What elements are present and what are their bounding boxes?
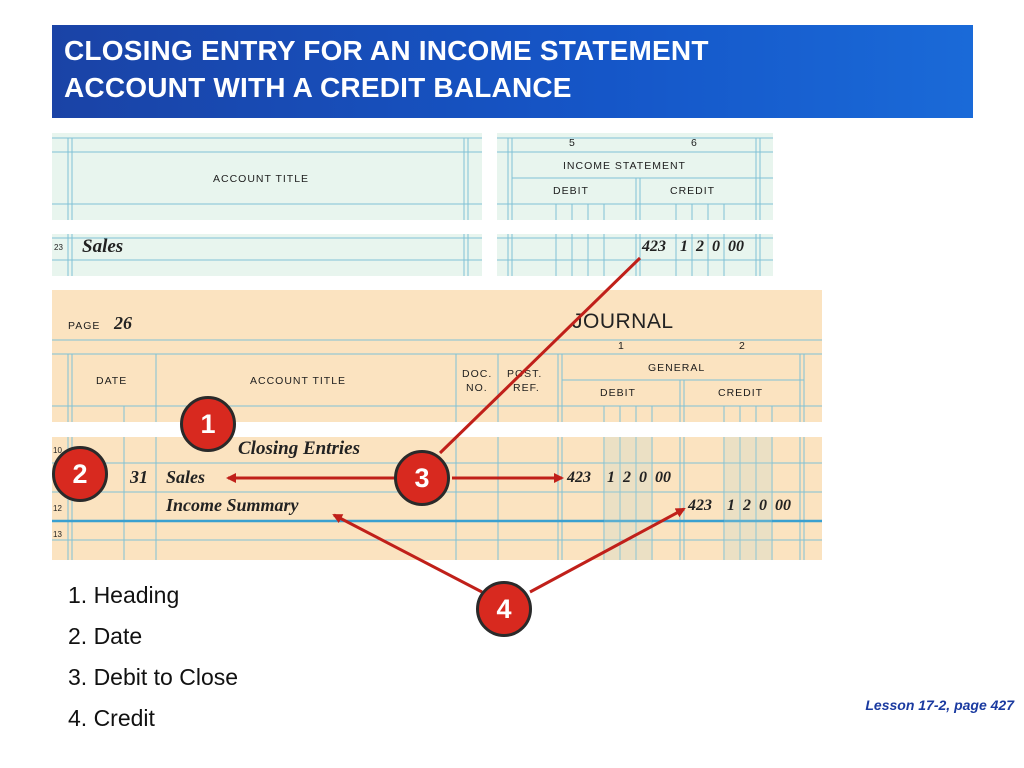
journal-header-account-title: ACCOUNT TITLE [250, 375, 347, 387]
journal-row-number: 13 [53, 530, 62, 539]
worksheet-amount-digit: 2 [696, 238, 704, 255]
legend-list: 1. Heading 2. Date 3. Debit to Close 4. … [68, 580, 238, 744]
journal-page-label: PAGE [68, 320, 101, 332]
journal-closing-entries-heading: Closing Entries [238, 438, 360, 459]
journal-credit-whole: 423 [688, 497, 712, 514]
journal-row-number: 10 [53, 446, 62, 455]
worksheet-col-number-5: 5 [569, 137, 576, 149]
slide-title-line-1: CLOSING ENTRY FOR AN INCOME STATEMENT [64, 35, 709, 66]
journal-row-number: 12 [53, 504, 62, 513]
journal-col-number-1: 1 [618, 340, 625, 352]
journal-header-doc-1: DOC. [462, 368, 493, 380]
journal-header-general: GENERAL [648, 362, 706, 374]
legend-item: 3. Debit to Close [68, 664, 239, 690]
worksheet-amount-digit: 0 [712, 238, 720, 255]
journal-title: JOURNAL [572, 310, 674, 333]
legend-item: 4. Credit [68, 705, 155, 731]
worksheet-header-right [497, 133, 773, 220]
worksheet-amount-digit: 1 [680, 238, 688, 255]
worksheet-header-account-title: ACCOUNT TITLE [213, 173, 310, 185]
journal-debit-digit: 0 [639, 469, 647, 486]
callout-badge-1: 1 [180, 396, 236, 452]
slide-title-bar: CLOSING ENTRY FOR AN INCOME STATEMENT AC… [52, 25, 973, 118]
journal-header-date: DATE [96, 375, 128, 387]
journal-debit-whole: 423 [567, 469, 591, 486]
journal-credit-digit: 1 [727, 497, 735, 514]
worksheet-row-number: 23 [54, 243, 63, 252]
worksheet-col-number-6: 6 [691, 137, 698, 149]
worksheet-amount-whole: 423 [642, 238, 666, 255]
worksheet-amount-cents: 00 [728, 238, 744, 255]
journal-header-debit: DEBIT [600, 387, 636, 399]
callout-badge-4: 4 [476, 581, 532, 637]
journal-header-post-2: REF. [513, 382, 540, 394]
worksheet-header-debit: DEBIT [553, 185, 589, 197]
journal-debit-cents: 00 [655, 469, 671, 486]
slide-title-line-2: ACCOUNT WITH A CREDIT BALANCE [64, 72, 572, 103]
worksheet-header-credit: CREDIT [670, 185, 716, 197]
journal-credit-digit: 2 [743, 497, 751, 514]
journal-credit-cents: 00 [775, 497, 791, 514]
journal-sales-account: Sales [166, 467, 206, 487]
journal-debit-digit: 2 [623, 469, 631, 486]
lesson-reference: Lesson 17-2, page 427 [865, 697, 1014, 713]
journal-header-area [52, 290, 822, 422]
journal-header-post-1: POST. [507, 368, 543, 380]
worksheet-row-left [52, 234, 482, 276]
worksheet-header-income-statement: INCOME STATEMENT [563, 160, 686, 172]
callout-badge-3: 3 [394, 450, 450, 506]
journal-header-credit: CREDIT [718, 387, 764, 399]
journal-date-day: 31 [130, 467, 148, 487]
journal-debit-digit: 1 [607, 469, 615, 486]
journal-header-doc-2: NO. [466, 382, 488, 394]
callout-badge-2: 2 [52, 446, 108, 502]
journal-income-summary-account: Income Summary [166, 495, 299, 515]
legend-item: 1. Heading [68, 582, 180, 608]
journal-col-number-2: 2 [739, 340, 746, 352]
journal-credit-digit: 0 [759, 497, 767, 514]
worksheet-row-account: Sales [82, 236, 124, 257]
journal-page-number: 26 [114, 313, 132, 333]
worksheet-header-left [52, 133, 482, 220]
legend-item: 2. Date [68, 623, 143, 649]
